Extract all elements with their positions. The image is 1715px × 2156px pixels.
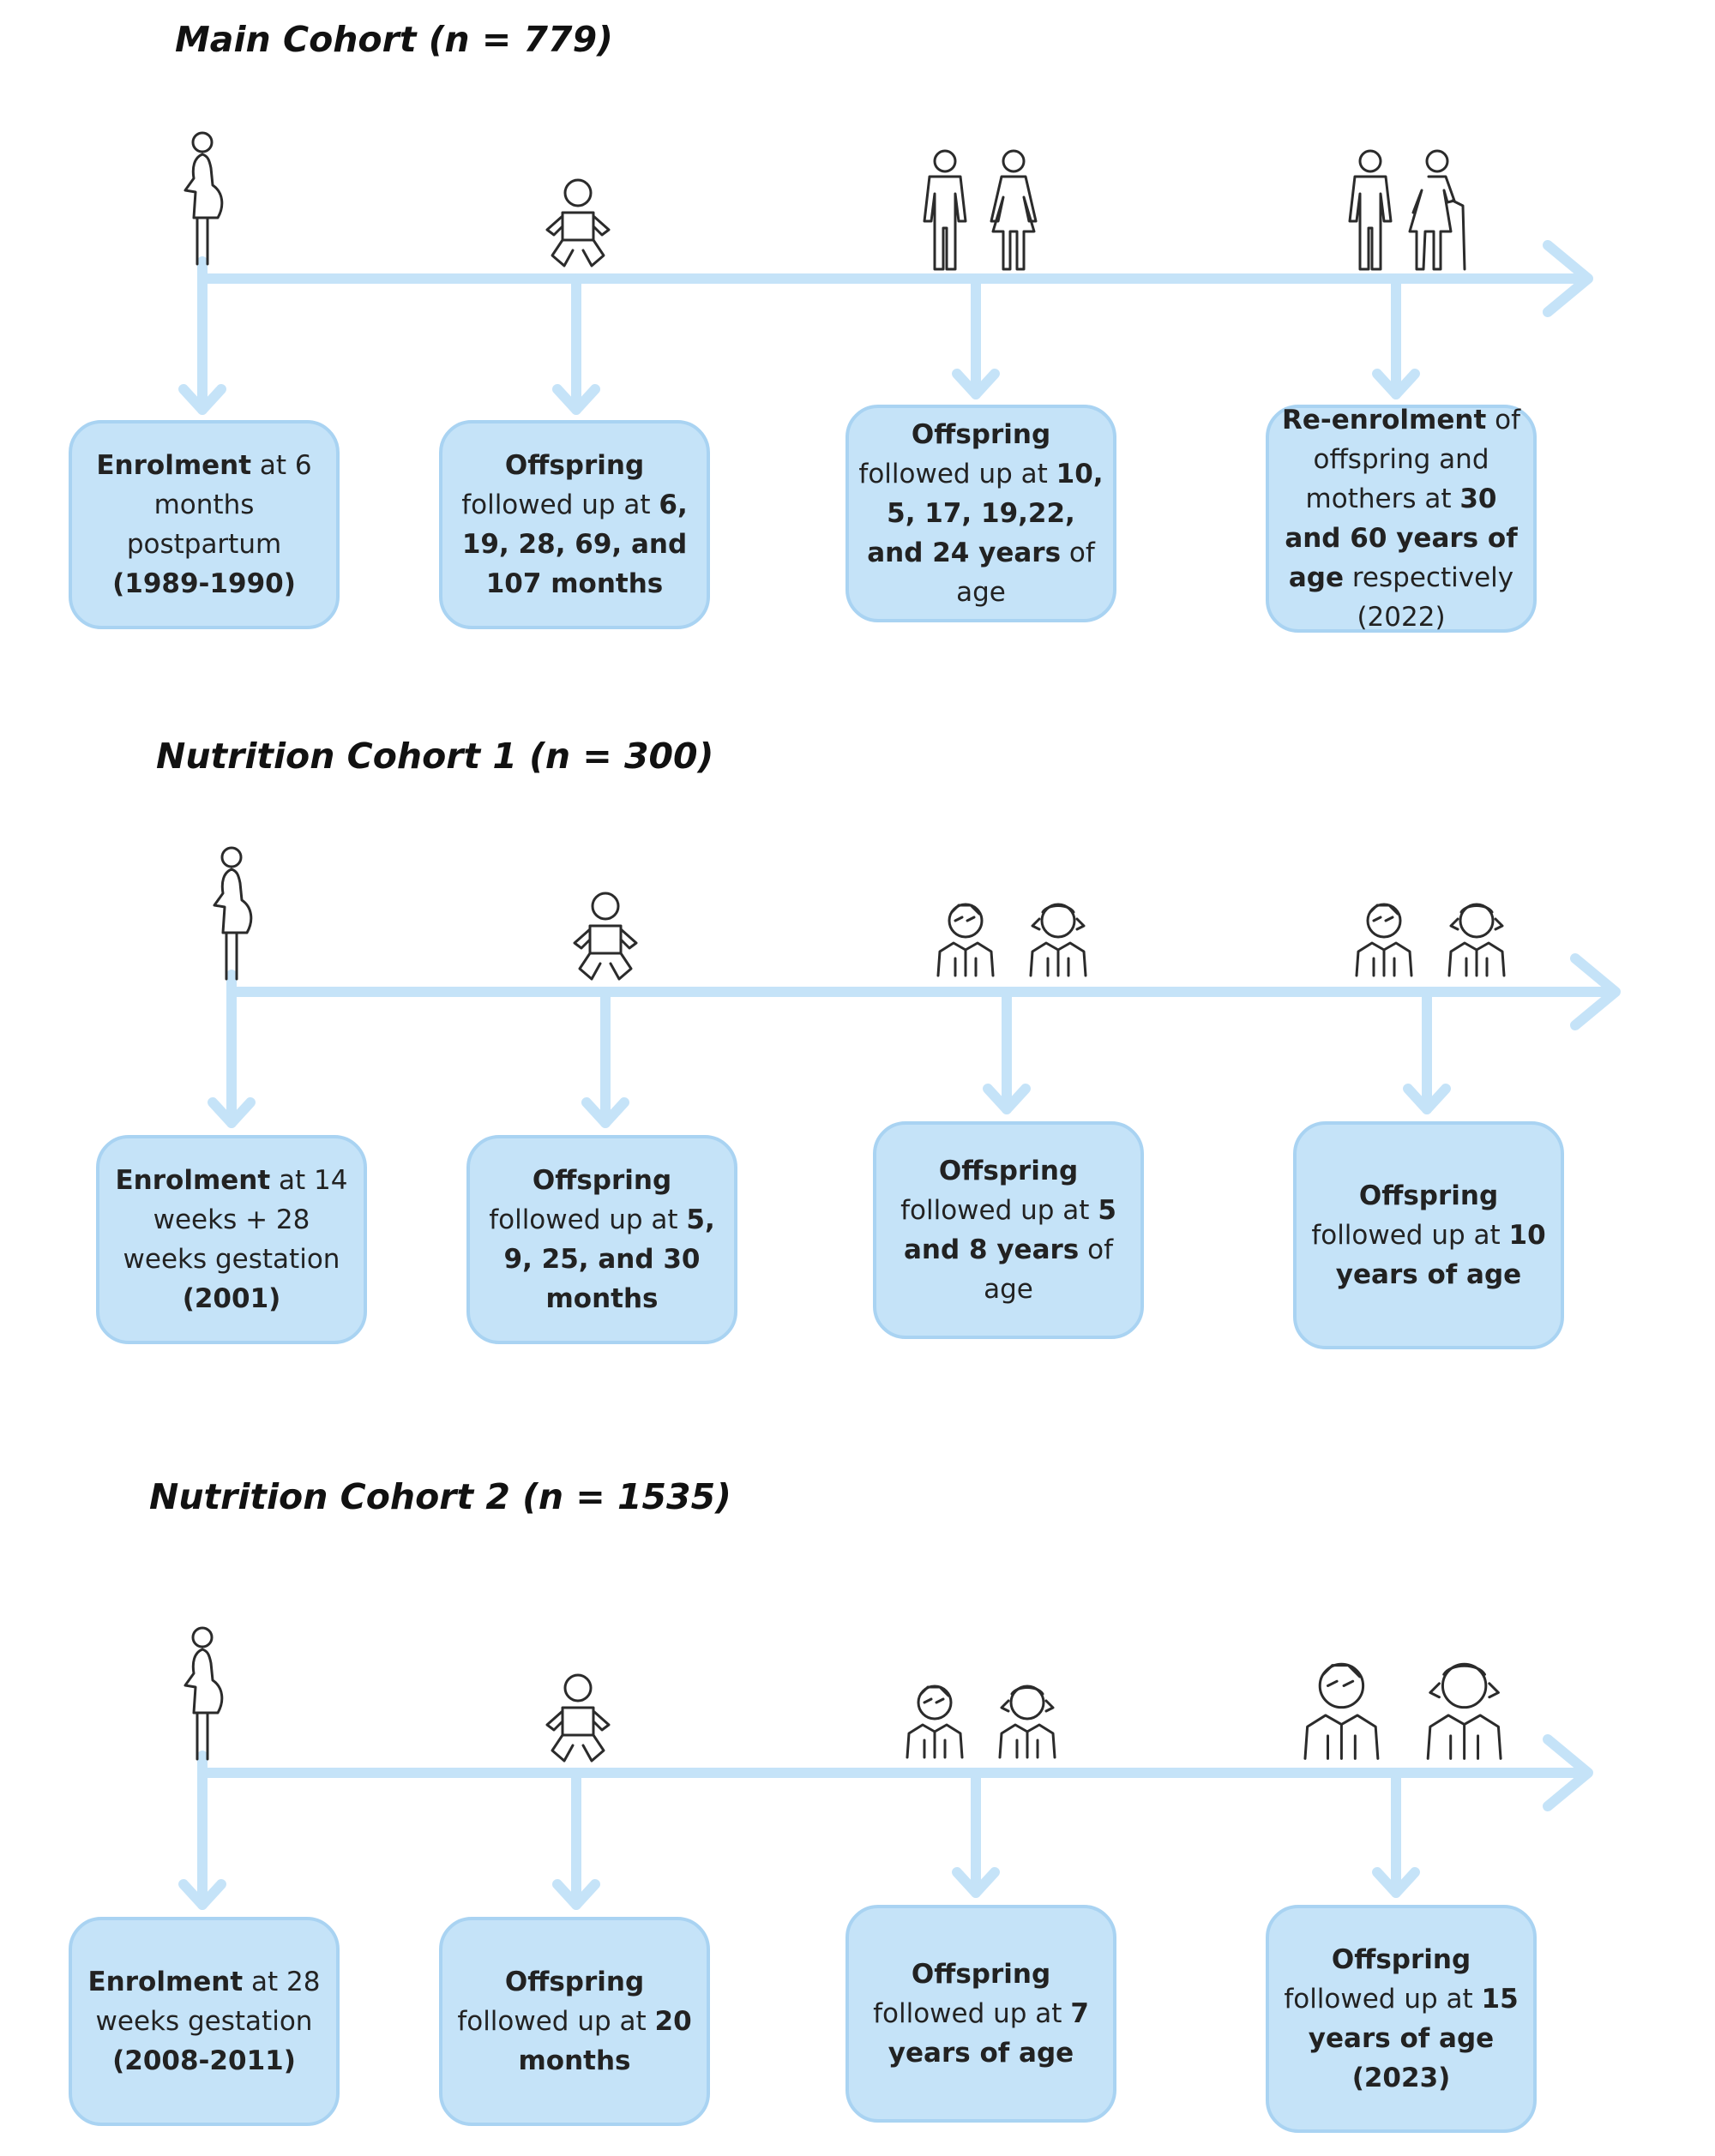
stage-box: Offspring followed up at 7 years of age: [845, 1905, 1116, 2123]
drop-arrowhead: [1372, 369, 1420, 399]
drop-arrowhead: [983, 1084, 1031, 1114]
drop-arrowhead: [552, 1879, 600, 1910]
drop-arrowhead: [581, 1097, 629, 1128]
drop-arrowhead: [552, 384, 600, 415]
stage-box: Offspring followed up at 10, 5, 17, 19,2…: [845, 405, 1116, 622]
cohort-title: Main Cohort (n = 779): [175, 19, 613, 60]
stage-box: Enrolment at 28 weeks gestation (2008-20…: [69, 1917, 340, 2126]
stage-box: Offspring followed up at 5 and 8 years o…: [873, 1121, 1144, 1339]
boy-girl-icon: [1351, 898, 1514, 977]
pregnant-woman-icon: [199, 844, 264, 981]
timeline: [178, 240, 1593, 415]
stage-box: Re-enrolment of offspring and mothers at…: [1266, 405, 1537, 633]
drop-arrowhead: [1372, 1867, 1420, 1898]
stage-text: Offspring followed up at 5, 9, 25, and 3…: [489, 1165, 715, 1314]
cohort-title: Nutrition Cohort 2 (n = 1535): [149, 1476, 731, 1517]
stage-text: Offspring followed up at 20 months: [457, 1967, 692, 2076]
stage-box: Offspring followed up at 20 months: [439, 1917, 710, 2126]
cohort-title: Nutrition Cohort 1 (n = 300): [156, 736, 714, 777]
stage-text: Offspring followed up at 10 years of age: [1311, 1180, 1546, 1290]
stage-text: Offspring followed up at 15 years of age…: [1284, 1944, 1519, 2093]
baby-icon: [542, 178, 614, 269]
stage-text: Re-enrolment of offspring and mothers at…: [1281, 405, 1521, 633]
pregnant-woman-icon: [170, 129, 235, 266]
timeline-arrowhead: [1570, 953, 1621, 1030]
baby-icon: [542, 1673, 614, 1764]
nutrition-cohort-1: Nutrition Cohort 1 (n = 300): [0, 715, 1715, 1426]
stage-text: Offspring followed up at 5 and 8 years o…: [900, 1156, 1116, 1305]
boy-girl-icon: [933, 898, 1096, 977]
stage-text: Enrolment at 14 weeks + 28 weeks gestati…: [115, 1165, 348, 1314]
stage-box: Offspring followed up at 15 years of age…: [1266, 1905, 1537, 2133]
main-cohort: Main Cohort (n = 779): [0, 0, 1715, 712]
stage-box: Enrolment at 14 weeks + 28 weeks gestati…: [96, 1135, 367, 1344]
stage-text: Enrolment at 28 weeks gestation (2008-20…: [87, 1967, 321, 2076]
drop-arrowhead: [178, 384, 226, 415]
adult-man-woman-icon: [916, 149, 1044, 271]
timeline: [208, 953, 1621, 1128]
stage-text: Offspring followed up at 6, 19, 28, 69, …: [461, 450, 688, 599]
drop-arrowhead: [952, 369, 1000, 399]
drop-arrowhead: [952, 1867, 1000, 1898]
timeline: [178, 1734, 1593, 1910]
stage-text: Offspring followed up at 7 years of age: [873, 1959, 1089, 2069]
drop-arrowhead: [1403, 1084, 1451, 1114]
boy-girl-icon: [1298, 1656, 1514, 1761]
stage-text: Enrolment at 6 months postpartum (1989-1…: [96, 450, 312, 599]
man-elderly-woman-icon: [1343, 149, 1480, 271]
drop-arrowhead: [178, 1879, 226, 1910]
stage-box: Offspring followed up at 5, 9, 25, and 3…: [466, 1135, 737, 1344]
baby-icon: [569, 892, 641, 982]
timeline-arrowhead: [1543, 240, 1593, 317]
stage-box: Offspring followed up at 6, 19, 28, 69, …: [439, 420, 710, 629]
nutrition-cohort-2: Nutrition Cohort 2 (n = 1535): [0, 1432, 1715, 2143]
stage-text: Offspring followed up at 10, 5, 17, 19,2…: [858, 419, 1104, 608]
stage-box: Offspring followed up at 10 years of age: [1293, 1121, 1564, 1349]
pregnant-woman-icon: [170, 1624, 235, 1761]
boy-girl-icon: [902, 1680, 1065, 1759]
timeline-arrowhead: [1543, 1734, 1593, 1811]
drop-arrowhead: [208, 1097, 256, 1128]
stage-box: Enrolment at 6 months postpartum (1989-1…: [69, 420, 340, 629]
